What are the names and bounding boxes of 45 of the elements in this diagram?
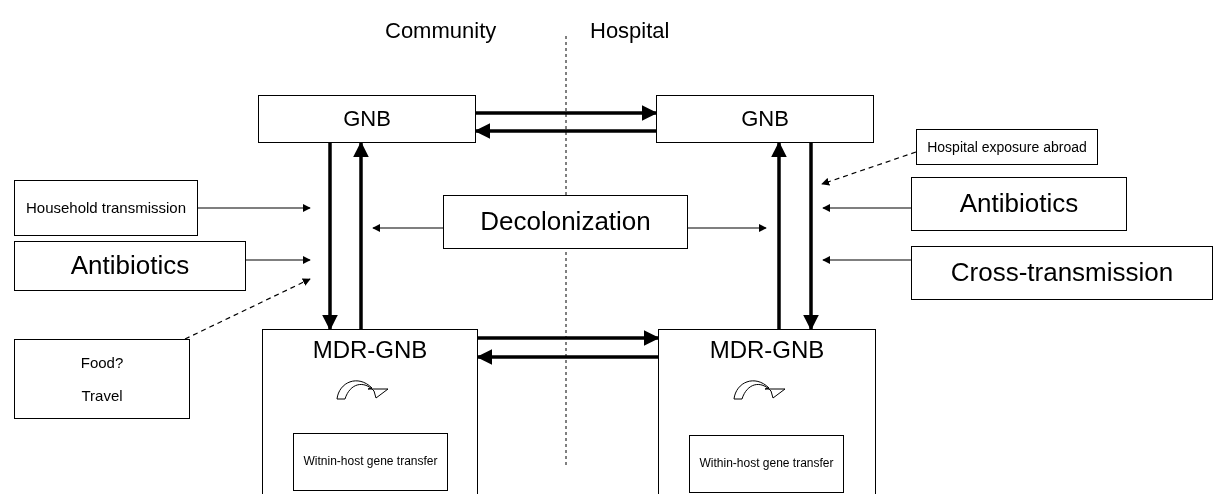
process-box (658, 329, 876, 494)
node-text: GNB (740, 106, 790, 132)
arrow (184, 278, 311, 340)
arrow (245, 256, 311, 264)
process-box (14, 339, 190, 419)
node-text: Antibiotics (69, 251, 191, 281)
node-text: GNB (342, 106, 392, 132)
process-box (14, 241, 246, 291)
process-box (916, 129, 1098, 165)
arrow (353, 141, 369, 329)
node-text: Household transmission (24, 199, 188, 217)
process-box (258, 95, 476, 143)
region-label: Community (385, 18, 497, 44)
arrow (821, 151, 917, 186)
process-box (911, 177, 1127, 231)
node-text: Travel (80, 387, 124, 405)
arrow (476, 105, 658, 121)
arrow (372, 224, 444, 232)
process-box (293, 433, 448, 491)
process-box (443, 195, 688, 249)
arrow (803, 143, 819, 331)
arrow (771, 141, 787, 329)
arrow (322, 143, 338, 331)
process-box (689, 435, 844, 493)
node-text: MDR-GNB (708, 336, 826, 364)
node-text: Food? (79, 353, 125, 371)
node-text: MDR-GNB (311, 336, 429, 364)
arrow (687, 224, 767, 232)
arrow (822, 256, 912, 264)
node-text: Hospital exposure abroad (926, 138, 1088, 156)
process-box (262, 329, 478, 494)
region-label: Hospital (590, 18, 670, 44)
arrow (478, 330, 660, 346)
process-box (656, 95, 874, 143)
node-text: Antibiotics (958, 189, 1080, 219)
arrow (476, 349, 658, 365)
node-text: Witnin-host gene transfer (302, 455, 439, 469)
arrow (822, 204, 912, 212)
arrow (474, 123, 656, 139)
node-text: Within-host gene transfer (698, 457, 835, 471)
node-text: Cross-transmission (949, 258, 1175, 288)
process-box (911, 246, 1213, 300)
arrow (197, 204, 311, 212)
node-text: Decolonization (479, 207, 652, 237)
process-box (14, 180, 198, 236)
